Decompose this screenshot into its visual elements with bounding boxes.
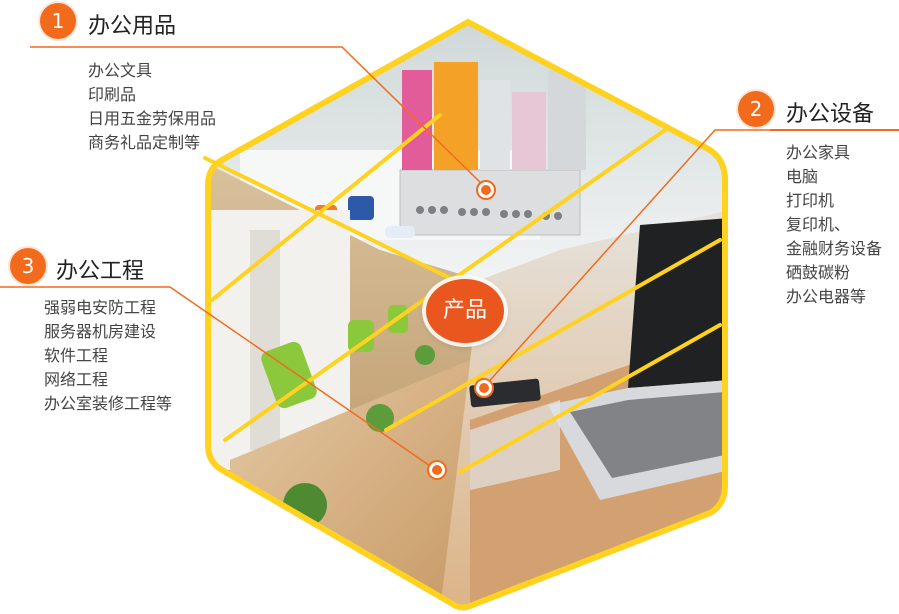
category-1-item: 办公文具 [88, 61, 153, 80]
laptop-illustration [548, 218, 725, 500]
category-2-item: 金融财务设备 [786, 239, 883, 258]
category-3-number-badge: 3 [10, 248, 46, 284]
category-1-item: 商务礼品定制等 [88, 133, 201, 152]
category-2-item: 硒鼓碳粉 [786, 263, 851, 282]
category-2-number-badge: 2 [738, 91, 774, 127]
category-2-item-list: 办公家具 电脑 打印机 复印机、 金融财务设备 硒鼓碳粉 办公电器等 [786, 141, 882, 309]
center-product-badge: 产品 [426, 279, 504, 343]
file-rack-illustration [399, 62, 586, 236]
category-1-title: 办公用品 [88, 14, 177, 39]
category-2-title: 办公设备 [786, 102, 875, 127]
category-3-item-list: 强弱电安防工程 服务器机房建设 软件工程 网络工程 办公室装修工程等 [44, 296, 172, 416]
category-3-item: 网络工程 [44, 370, 109, 389]
category-2-item: 电脑 [786, 167, 819, 186]
category-1-item: 印刷品 [88, 85, 137, 104]
category-3-item: 强弱电安防工程 [44, 298, 157, 317]
category-3-title: 办公工程 [56, 259, 145, 284]
category-3-item: 服务器机房建设 [44, 322, 157, 341]
hotspot-dots [427, 180, 496, 480]
category-2-underline [770, 129, 899, 131]
category-2-item: 复印机、 [786, 215, 851, 234]
category-3-item: 办公室装修工程等 [44, 394, 173, 413]
connector-lines [0, 46, 770, 471]
category-1-item: 日用五金劳保用品 [88, 109, 217, 128]
category-1-number-badge: 1 [40, 3, 76, 39]
category-3-item: 软件工程 [44, 346, 109, 365]
hexagon-border [205, 18, 728, 611]
category-2-item: 办公电器等 [786, 287, 867, 306]
category-2-item: 办公家具 [786, 143, 851, 162]
category-1-item-list: 办公文具 印刷品 日用五金劳保用品 商务礼品定制等 [88, 59, 216, 155]
category-2-item: 打印机 [786, 191, 835, 210]
